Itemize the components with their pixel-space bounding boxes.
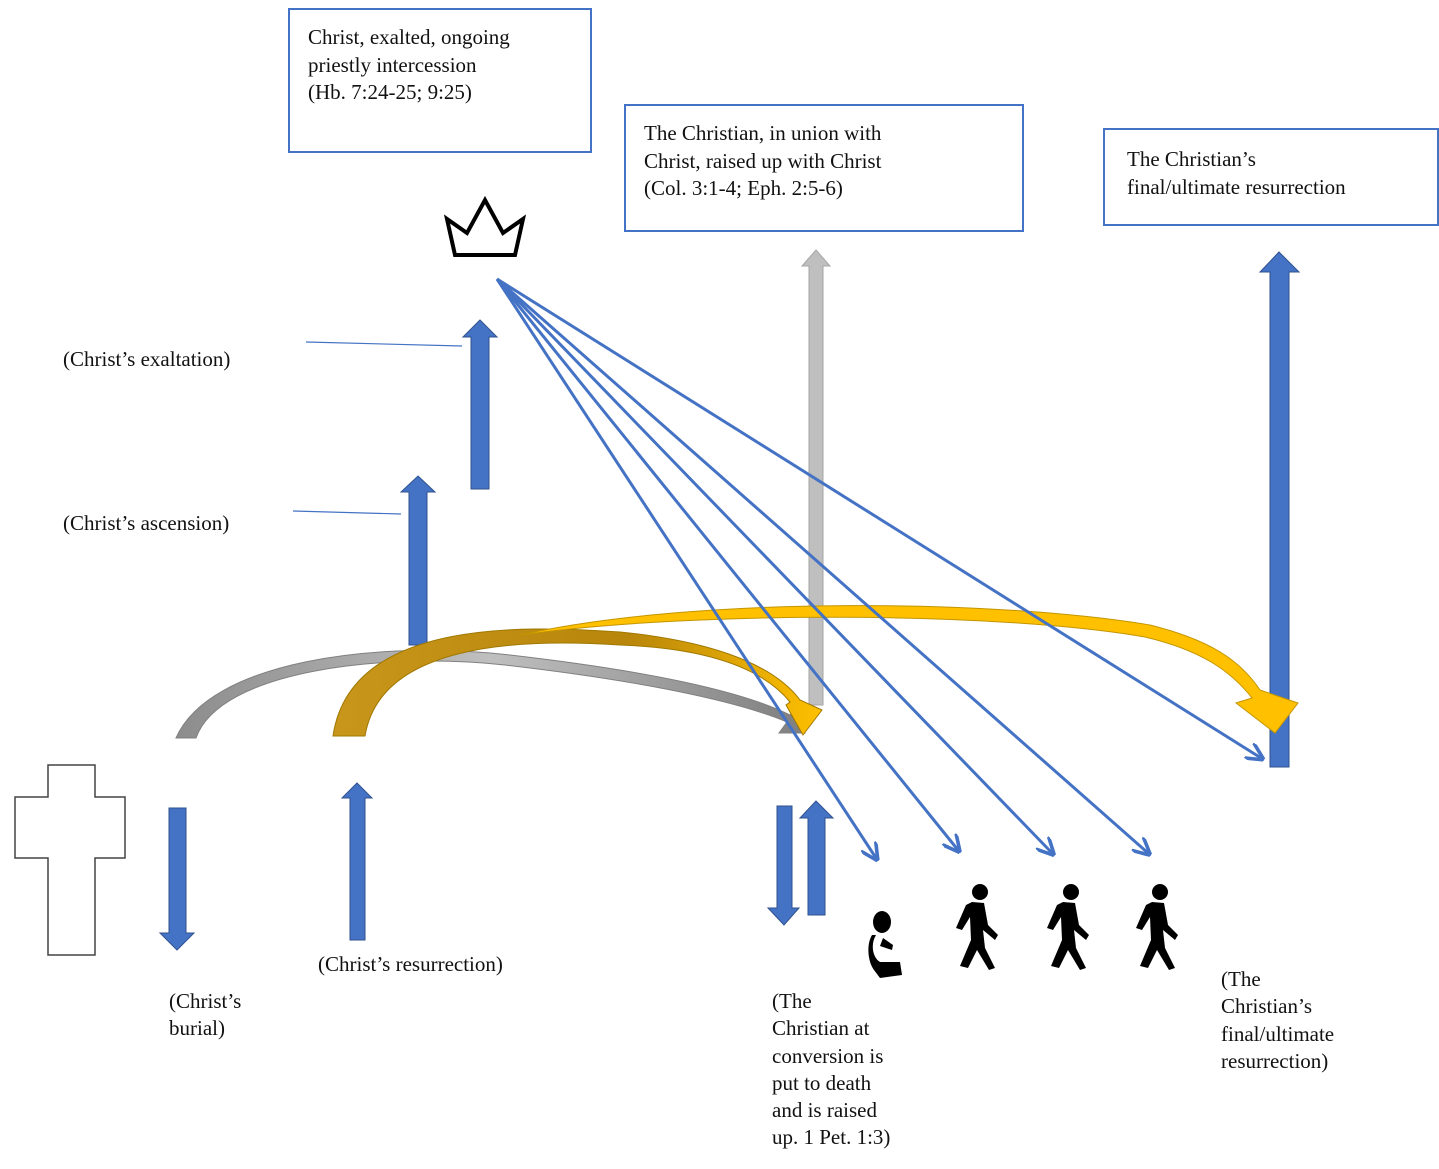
label-line: (The (772, 989, 812, 1013)
label-line: (Christ’s (169, 989, 242, 1013)
label-line: and is raised (772, 1098, 877, 1123)
label-line: (The (1221, 967, 1261, 991)
final-resurrection-box: The Christian’s final/ultimate resurrect… (1103, 128, 1439, 226)
gold-curved-arrow-conversion (332, 628, 823, 737)
label-line: resurrection) (1221, 1048, 1329, 1073)
walking-person-icon (1047, 884, 1089, 970)
cross-icon (14, 764, 126, 956)
exalted-intercession-box: Christ, exalted, ongoing priestly interc… (288, 8, 592, 153)
conversion-up-arrow (798, 800, 835, 916)
label-resurrection: (Christ’s resurrection) (318, 952, 503, 976)
label-line: Christian at (772, 1016, 870, 1041)
exaltation-leader-line (305, 341, 463, 347)
label-line: Christian’s (1221, 994, 1313, 1019)
label-final-resurrection: (The Christian’s final/ultimate resurrec… (1221, 966, 1334, 1075)
label-burial: (Christ’s burial) (169, 988, 241, 1043)
box-line: (Col. 3:1-4; Eph. 2:5-6) (644, 176, 843, 201)
box-line: The Christian’s (1127, 147, 1256, 171)
final-resurrection-arrow (1258, 251, 1301, 768)
label-line: put to death (772, 1070, 872, 1095)
union-with-christ-box: The Christian, in union with Christ, rai… (624, 104, 1024, 232)
ray-to-walker-2 (495, 277, 1052, 853)
box-line: Christ, exalted, ongoing (308, 25, 510, 49)
box-line: The Christian, in union with (644, 121, 882, 145)
ray-to-walker-3 (496, 277, 1148, 853)
box-line: Christ, raised up with Christ (644, 148, 882, 173)
label-line: conversion is (772, 1043, 884, 1068)
label-line: up. 1 Pet. 1:3) (772, 1125, 891, 1150)
ray-to-final-resurrection (496, 277, 1261, 758)
label-conversion: (The Christian at conversion is put to d… (772, 988, 890, 1152)
gray-curved-arrow (175, 649, 806, 739)
crown-icon (443, 195, 527, 257)
ray-to-walker-1 (495, 278, 958, 850)
box-line: final/ultimate resurrection (1127, 174, 1346, 199)
label-ascension: (Christ’s ascension) (63, 511, 230, 535)
burial-arrow (158, 807, 196, 951)
conversion-down-arrow (766, 805, 801, 926)
ascension-leader-line (292, 510, 402, 515)
box-line: (Hb. 7:24-25; 9:25) (308, 80, 472, 105)
kneeling-person-icon (868, 911, 902, 978)
resurrection-arrow (340, 782, 374, 941)
box-line: priestly intercession (308, 52, 477, 77)
label-line: final/ultimate (1221, 1021, 1335, 1046)
label-exaltation: (Christ’s exaltation) (63, 347, 231, 371)
gold-curved-arrow-final (519, 605, 1299, 734)
label-line: burial) (169, 1016, 225, 1041)
walking-person-icon (956, 884, 998, 970)
exaltation-arrow (461, 319, 499, 490)
ray-to-kneeling-person (495, 278, 876, 858)
walking-person-icon (1136, 884, 1178, 970)
ascension-arrow (399, 475, 437, 646)
